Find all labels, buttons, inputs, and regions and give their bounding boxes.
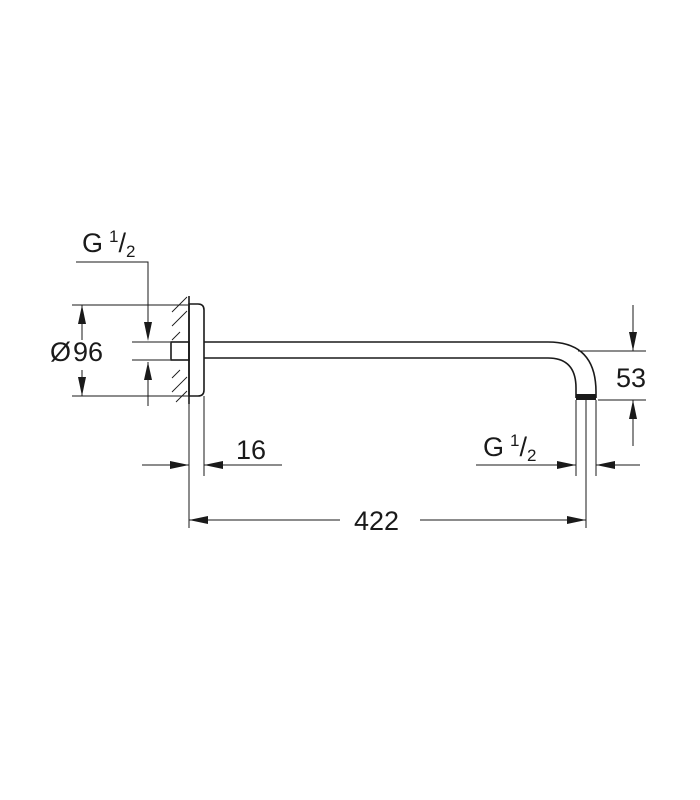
height-arrow-up (629, 400, 637, 419)
flange (188, 303, 205, 397)
thread-top-leader (76, 261, 149, 322)
diameter-arrow-bottom (78, 377, 86, 396)
depth-arrow-left (170, 461, 189, 469)
outlet-nut (576, 394, 596, 400)
outlet-arrow-right (596, 461, 615, 469)
length-text: 422 (354, 506, 399, 536)
outlet-arrow-left (557, 461, 576, 469)
thread-top-arrow-down (144, 322, 152, 341)
diameter-text: Ø96 (50, 337, 103, 367)
wall-connection-stub (170, 341, 190, 361)
wall (171, 296, 190, 404)
diameter-dimension: Ø96 (50, 304, 188, 397)
wall-hatching (171, 296, 188, 403)
flange-body (188, 303, 205, 397)
height-dimension: 53 (578, 305, 646, 446)
thread-stub (170, 341, 190, 361)
flange-depth-dimension: 16 (142, 396, 282, 528)
height-arrow-down (629, 332, 637, 351)
diameter-arrow-top (78, 305, 86, 324)
thread-top-arrow-up (144, 362, 152, 380)
shower-arm (204, 341, 597, 400)
length-arrow-left (189, 516, 208, 524)
height-text: 53 (616, 363, 646, 393)
length-arrow-right (567, 516, 586, 524)
length-dimension: 422 (189, 400, 587, 536)
arm-bottom-edge (204, 357, 577, 398)
arm-top-edge (204, 341, 597, 398)
flange-depth-text: 16 (236, 435, 266, 465)
depth-arrow-right (204, 461, 223, 469)
